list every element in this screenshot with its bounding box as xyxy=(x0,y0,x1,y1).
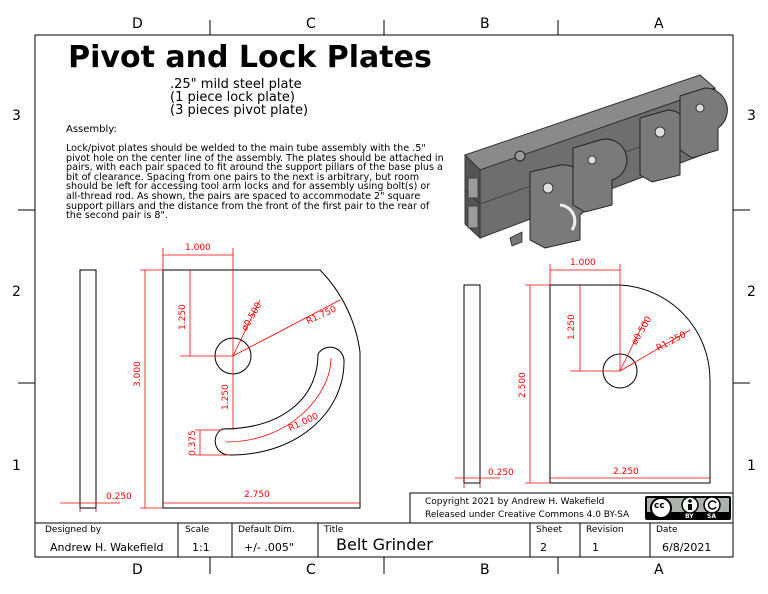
zone-label-right-1: 1 xyxy=(747,458,756,474)
lock-plate-dimension-lines xyxy=(60,248,360,512)
zone-label-top-a: A xyxy=(654,16,664,32)
zone-label-right-3: 3 xyxy=(747,108,756,124)
revision-label: Revision xyxy=(586,525,624,535)
scale-label: Scale xyxy=(185,525,210,535)
pivot-plate-outline xyxy=(549,284,711,484)
pivot-dim-thickness: 0.250 xyxy=(488,468,514,478)
zone-label-top-d: D xyxy=(132,16,143,32)
lock-dim-slot-width: 0.375 xyxy=(188,430,198,456)
lock-plate-slot xyxy=(214,346,345,456)
zone-ticks xyxy=(18,20,750,574)
material-notes: .25" mild steel plate (1 piece lock plat… xyxy=(170,78,308,117)
zone-label-top-b: B xyxy=(480,16,490,32)
drawing-title: Pivot and Lock Plates xyxy=(68,40,432,75)
pivot-qty-line: (3 pieces pivot plate) xyxy=(170,103,309,118)
lock-dim-slot-offset: 1.250 xyxy=(221,384,231,410)
zone-label-top-c: C xyxy=(306,16,316,32)
scale-value: 1:1 xyxy=(192,541,210,554)
title-label: Title xyxy=(324,525,344,535)
zone-label-bottom-b: B xyxy=(480,562,490,578)
pivot-plate-dimension-lines xyxy=(455,264,710,488)
pivot-dim-width: 2.250 xyxy=(613,467,639,477)
sheet-value: 2 xyxy=(540,541,547,554)
lock-plate-side-view xyxy=(79,269,97,509)
assembly-render xyxy=(464,74,728,249)
default-dim-value: +/- .005" xyxy=(244,541,294,554)
title-value: Belt Grinder xyxy=(336,535,433,554)
cc-sa-label: SA xyxy=(707,513,716,520)
zone-label-left-2: 2 xyxy=(12,284,21,300)
assembly-notes: Lock/pivot plates should be welded to th… xyxy=(66,143,444,222)
revision-value: 1 xyxy=(592,541,599,554)
cc-by-label: BY xyxy=(685,513,694,520)
sheet-label: Sheet xyxy=(536,525,563,535)
date-value: 6/8/2021 xyxy=(662,541,712,554)
designed-by-value: Andrew H. Wakefield xyxy=(50,541,164,554)
pivot-dim-hole-offset-x: 1.000 xyxy=(570,258,596,268)
lock-dim-thickness: 0.250 xyxy=(106,492,132,502)
lock-qty-line: (1 piece lock plate) xyxy=(170,90,295,105)
lock-dim-width: 2.750 xyxy=(244,490,270,500)
zone-label-bottom-a: A xyxy=(654,562,664,578)
license-line: Released under Creative Commons 4.0 BY-S… xyxy=(425,510,630,520)
title-block-grid xyxy=(35,522,733,557)
cc-badge-label: cc xyxy=(654,501,665,511)
lock-dim-height: 3.000 xyxy=(133,361,143,387)
default-dim-label: Default Dim. xyxy=(238,525,295,535)
lock-dim-hole-offset-x: 1.000 xyxy=(185,243,211,253)
copyright-line: Copyright 2021 by Andrew H. Wakefield xyxy=(425,497,605,507)
pivot-dim-hole-offset-y: 1.250 xyxy=(567,314,577,340)
pivot-dim-height: 2.500 xyxy=(518,372,528,398)
zone-label-bottom-d: D xyxy=(132,562,143,578)
lock-plate-outline xyxy=(162,269,361,509)
assembly-heading: Assembly: xyxy=(66,124,117,135)
zone-label-left-1: 1 xyxy=(12,458,21,474)
designed-by-label: Designed by xyxy=(45,525,102,535)
material-line: .25" mild steel plate xyxy=(170,77,302,92)
zone-label-right-2: 2 xyxy=(747,284,756,300)
pivot-plate-side-view xyxy=(463,284,481,484)
zone-label-left-3: 3 xyxy=(12,108,21,124)
date-label: Date xyxy=(656,525,678,535)
zone-label-bottom-c: C xyxy=(306,562,316,578)
lock-dim-hole-offset-y: 1.250 xyxy=(178,304,188,330)
cc-license-badge xyxy=(645,496,731,520)
